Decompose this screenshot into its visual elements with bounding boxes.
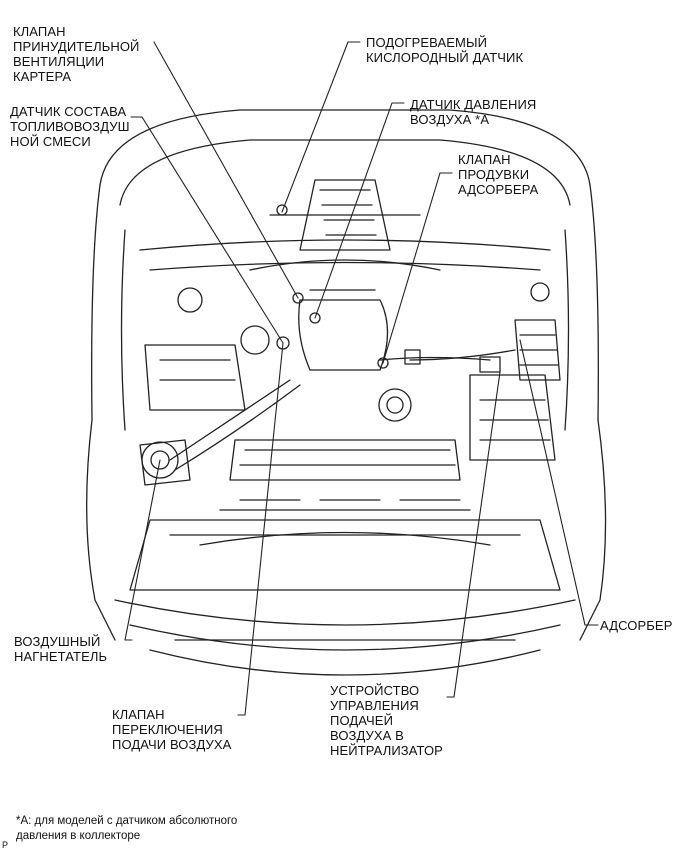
label-air-switching-valve: КЛАПАН ПЕРЕКЛЮЧЕНИЯ ПОДАЧИ ВОЗДУХА [112, 707, 232, 752]
grille [129, 519, 561, 591]
label-canister: АДСОРБЕР [600, 618, 673, 633]
canister-body [514, 319, 561, 381]
leader-lines [124, 41, 599, 716]
right-fender [579, 419, 607, 641]
left-battery-box [144, 344, 246, 411]
intake-plenum [298, 299, 389, 371]
label-air-pump: ВОЗДУШНЫЙ НАГНЕТАТЕЛЬ [14, 634, 108, 664]
label-air-fuel-ratio-sensor: ДАТЧИК СОСТАВА ТОПЛИВОВОЗДУШ НОЙ СМЕСИ [10, 104, 130, 149]
page-mark: P [2, 840, 9, 850]
label-pcv-valve: КЛАПАН ПРИНУДИТЕЛЬНОЙ ВЕНТИЛЯЦИИ КАРТЕРА [13, 24, 140, 84]
label-canister-purge-valve: КЛАПАН ПРОДУВКИ АДСОРБЕРА [458, 152, 539, 197]
label-manifold-pressure-sensor: ДАТЧИК ДАВЛЕНИЯ ВОЗДУХА *А [410, 97, 537, 127]
bumper [114, 599, 576, 626]
label-air-injection-control: УСТРОЙСТВО УПРАВЛЕНИЯ ПОДАЧЕЙ ВОЗДУХА В … [330, 683, 443, 758]
footnote: *А: для моделей с датчиком абсолютного д… [16, 815, 238, 842]
right-box [469, 374, 556, 461]
label-heated-oxygen-sensor: ПОДОГРЕВАЕМЫЙ КИСЛОРОДНЫЙ ДАТЧИК [366, 35, 524, 65]
radiator [229, 439, 461, 481]
left-fender [86, 419, 116, 641]
hood-outline [99, 109, 591, 186]
